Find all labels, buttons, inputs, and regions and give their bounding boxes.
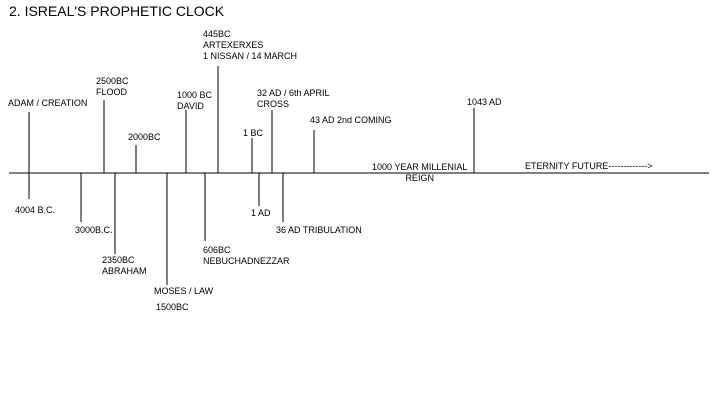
label-flood: 2500BC FLOOD <box>96 76 129 98</box>
label-artexerxes-name: ARTEXERXES <box>203 40 264 50</box>
label-moses-law: MOSES / LAW <box>154 286 214 296</box>
label-nebuchadnezzar: 606BC NEBUCHADNEZZAR <box>203 245 290 267</box>
label-cross-date: 32 AD / 6th APRIL <box>257 88 330 98</box>
label-abraham: 2350BC ABRAHAM <box>102 255 147 277</box>
label-david-year: 1000 BC <box>177 90 213 100</box>
label-artexerxes-date: 1 NISSAN / 14 MARCH <box>203 51 298 61</box>
label-4004bc: 4004 B.C. <box>15 205 56 215</box>
label-millenial-line2: REIGN <box>405 173 434 183</box>
label-nebuchadnezzar-year: 606BC <box>203 245 231 255</box>
label-1043ad: 1043 AD <box>467 97 502 107</box>
label-millenial-line1: 1000 YEAR MILLENIAL <box>372 162 468 172</box>
label-2nd-coming: 43 AD 2nd COMING <box>310 115 392 125</box>
label-1bc: 1 BC <box>243 128 264 138</box>
label-1500bc: 1500BC <box>156 302 189 312</box>
label-artexerxes: 445BC ARTEXERXES 1 NISSAN / 14 MARCH <box>203 29 297 62</box>
label-abraham-name: ABRAHAM <box>102 266 147 276</box>
label-nebuchadnezzar-name: NEBUCHADNEZZAR <box>203 256 290 266</box>
label-cross: 32 AD / 6th APRIL CROSS <box>257 88 330 110</box>
label-2000bc: 2000BC <box>128 132 161 142</box>
label-millenial-reign: 1000 YEAR MILLENIAL REIGN <box>372 162 467 184</box>
label-flood-year: 2500BC <box>96 76 129 86</box>
label-cross-name: CROSS <box>257 99 290 109</box>
label-3000bc: 3000B.C. <box>75 225 113 235</box>
label-eternity-future: ETERNITY FUTURE-------------> <box>525 161 653 171</box>
page-title: 2. ISREAL'S PROPHETIC CLOCK <box>9 3 225 19</box>
label-adam-creation: ADAM / CREATION <box>8 98 88 108</box>
label-flood-name: FLOOD <box>96 87 128 97</box>
label-artexerxes-year: 445BC <box>203 29 231 39</box>
label-david-name: DAVID <box>177 101 204 111</box>
label-tribulation: 36 AD TRIBULATION <box>276 225 362 235</box>
label-abraham-year: 2350BC <box>102 255 135 265</box>
label-1ad: 1 AD <box>251 208 271 218</box>
label-david: 1000 BC DAVID <box>177 90 212 112</box>
